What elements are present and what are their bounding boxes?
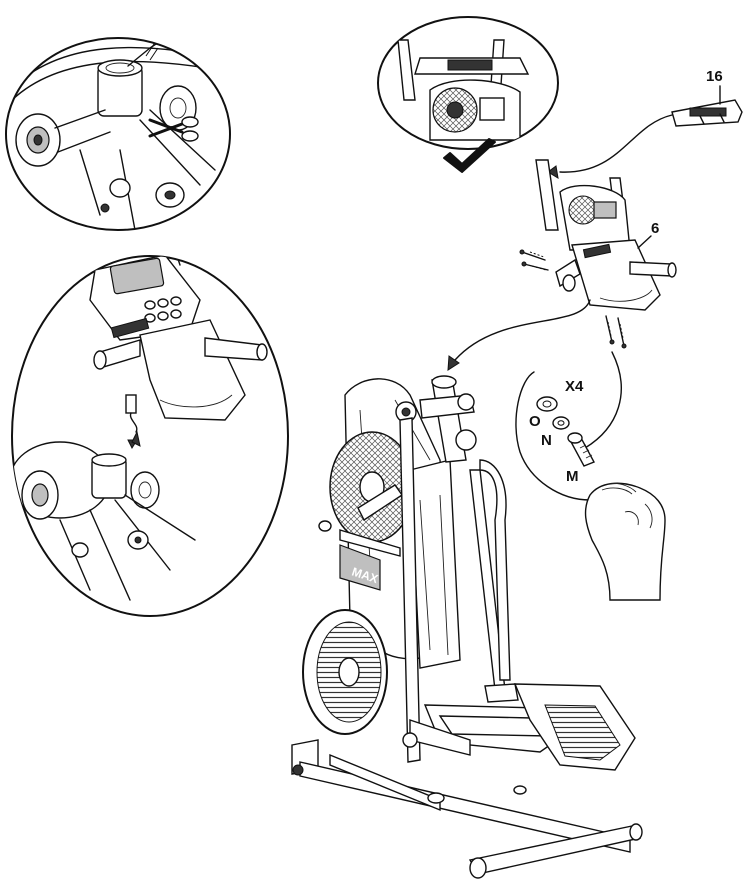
bolt-m — [568, 433, 594, 466]
elliptical-machine: MAX — [292, 376, 642, 878]
label-washer-o: O — [529, 413, 541, 430]
detail-circle-connect-cable — [10, 250, 288, 616]
part-16-console-cover — [672, 86, 742, 126]
lower-fan — [303, 610, 387, 734]
foot-left — [428, 793, 444, 803]
detail-circle-cut-tie — [6, 25, 230, 230]
label-washer-n: N — [541, 432, 552, 449]
foot-right — [514, 786, 526, 794]
label-part-16: 16 — [706, 68, 723, 85]
washer-o — [537, 397, 557, 411]
bolt-set-left — [520, 250, 548, 270]
bolt-set-lower — [606, 316, 626, 348]
label-part-6: 6 — [651, 220, 659, 237]
label-quantity: X4 — [565, 378, 584, 395]
detail-circle-console-fitted — [378, 17, 558, 172]
washer-n — [553, 417, 569, 429]
console-assembly — [520, 160, 676, 348]
hand-illustration — [586, 483, 665, 600]
label-bolt-m: M — [566, 468, 579, 485]
